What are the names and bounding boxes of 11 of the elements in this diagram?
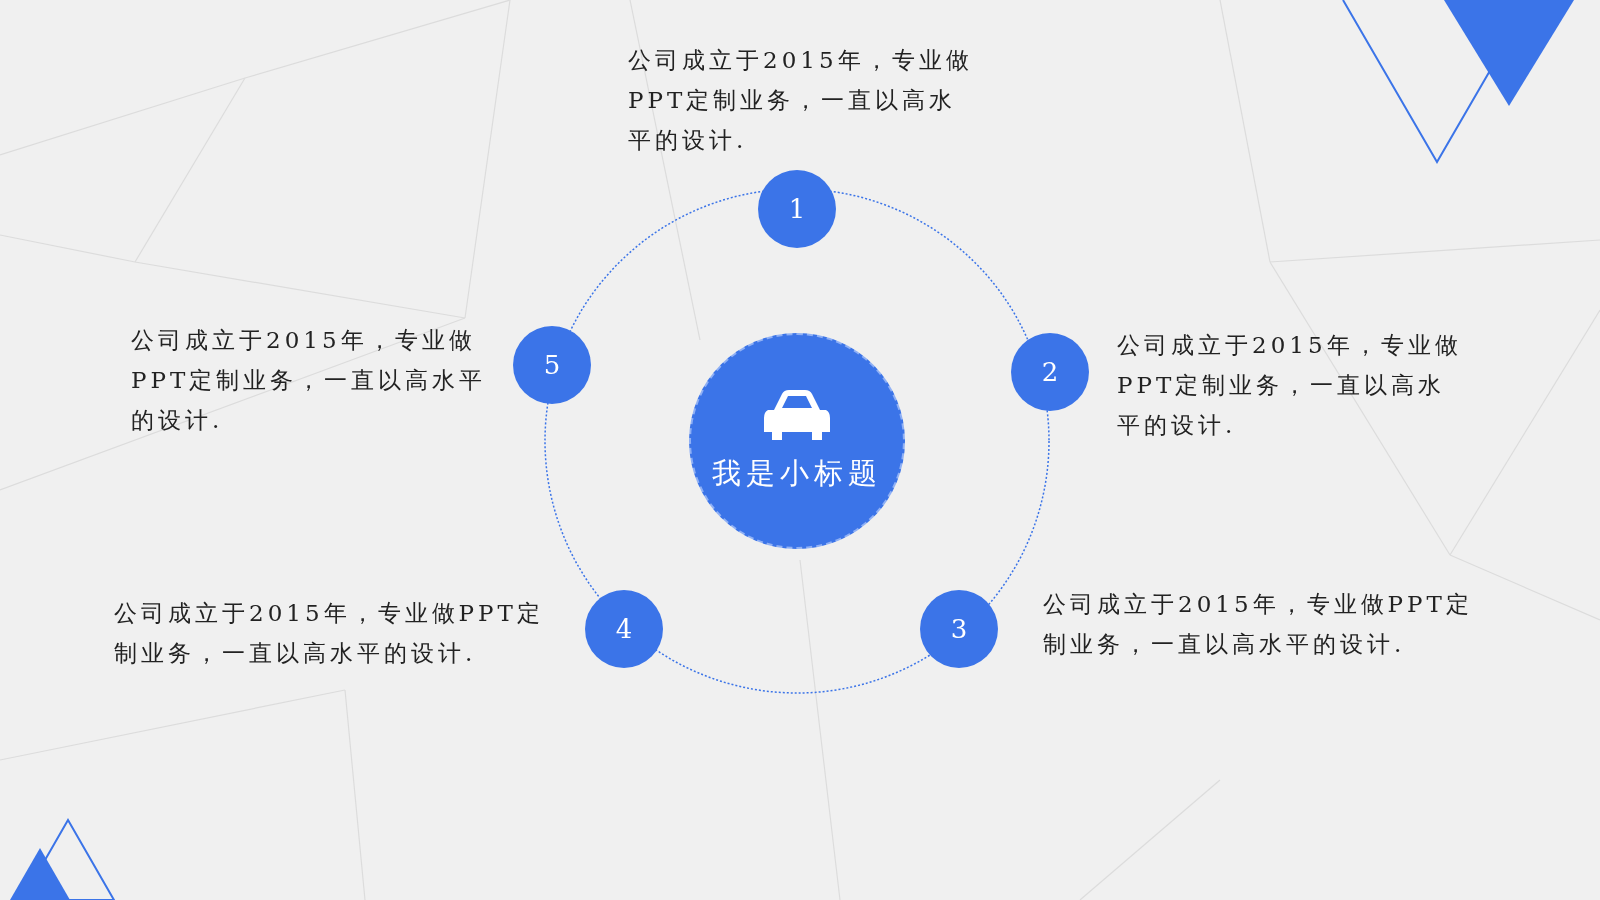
step-number: 2	[1041, 357, 1059, 387]
step-number: 1	[788, 194, 806, 224]
step-number: 3	[950, 614, 968, 644]
step-number: 4	[615, 614, 633, 644]
description-text: 公司成立于2015年，专业做PPT定制业务，一直以高水平的设计.	[114, 599, 545, 668]
subtitle-text: 我是小标题	[712, 455, 882, 492]
description-text: 公司成立于2015年，专业做PPT定制业务，一直以高水平的设计.	[628, 46, 974, 155]
step-number: 5	[543, 350, 561, 380]
description-text: 公司成立于2015年，专业做PPT定制业务，一直以高水平的设计.	[1043, 590, 1474, 659]
description-text: 公司成立于2015年，专业做PPT定制业务，一直以高水平的设计.	[1117, 331, 1462, 440]
description-text: 公司成立于2015年，专业做PPT定制业务，一直以高水平的设计.	[131, 326, 488, 435]
